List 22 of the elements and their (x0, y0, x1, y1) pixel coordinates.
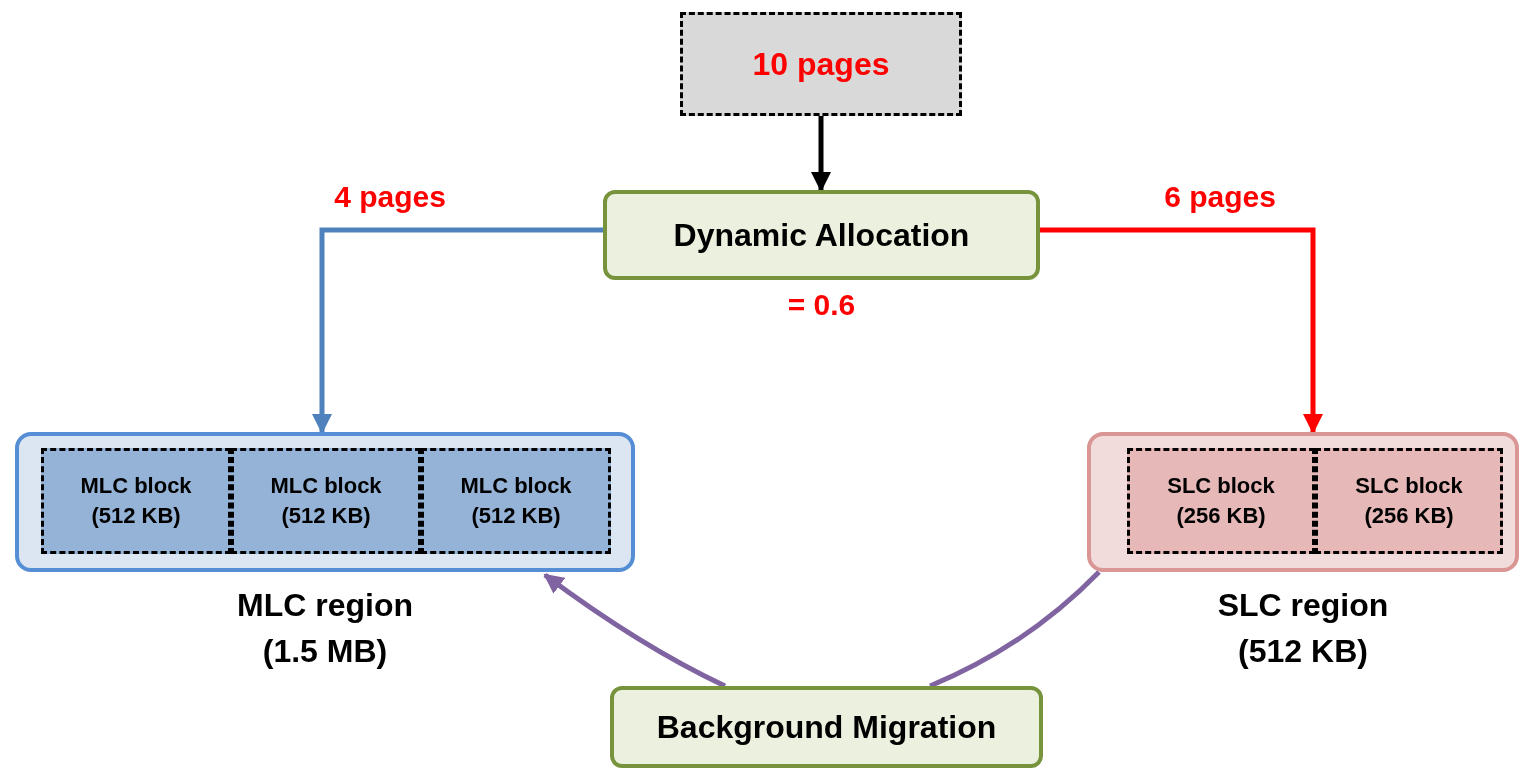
node-label: SLC block (256 KB) (1166, 471, 1276, 530)
input-box (680, 12, 962, 116)
arrow (543, 573, 727, 689)
block-box (231, 448, 421, 554)
node-label: MLC block (512 KB) (269, 471, 383, 530)
block-box (41, 448, 231, 554)
arrow (811, 116, 831, 192)
node-label: MLC block (512 KB) (459, 471, 573, 530)
block-box (1315, 448, 1503, 554)
block-box (421, 448, 611, 554)
arrow (1040, 227, 1323, 434)
node-label: SLC block (256 KB) (1354, 471, 1464, 530)
ratio-label: = 0.6 (787, 287, 856, 323)
node-label: Background Migration (655, 708, 998, 747)
node-label: Dynamic Allocation (672, 216, 971, 255)
block-box (1127, 448, 1315, 554)
node-label: MLC block (512 KB) (79, 471, 193, 530)
region-label: SLC region (512 KB) (1216, 586, 1390, 672)
process-box (610, 686, 1043, 768)
node-label: 10 pages (751, 45, 891, 84)
arrow (312, 227, 603, 434)
region-label: MLC region (1.5 MB) (236, 586, 414, 672)
